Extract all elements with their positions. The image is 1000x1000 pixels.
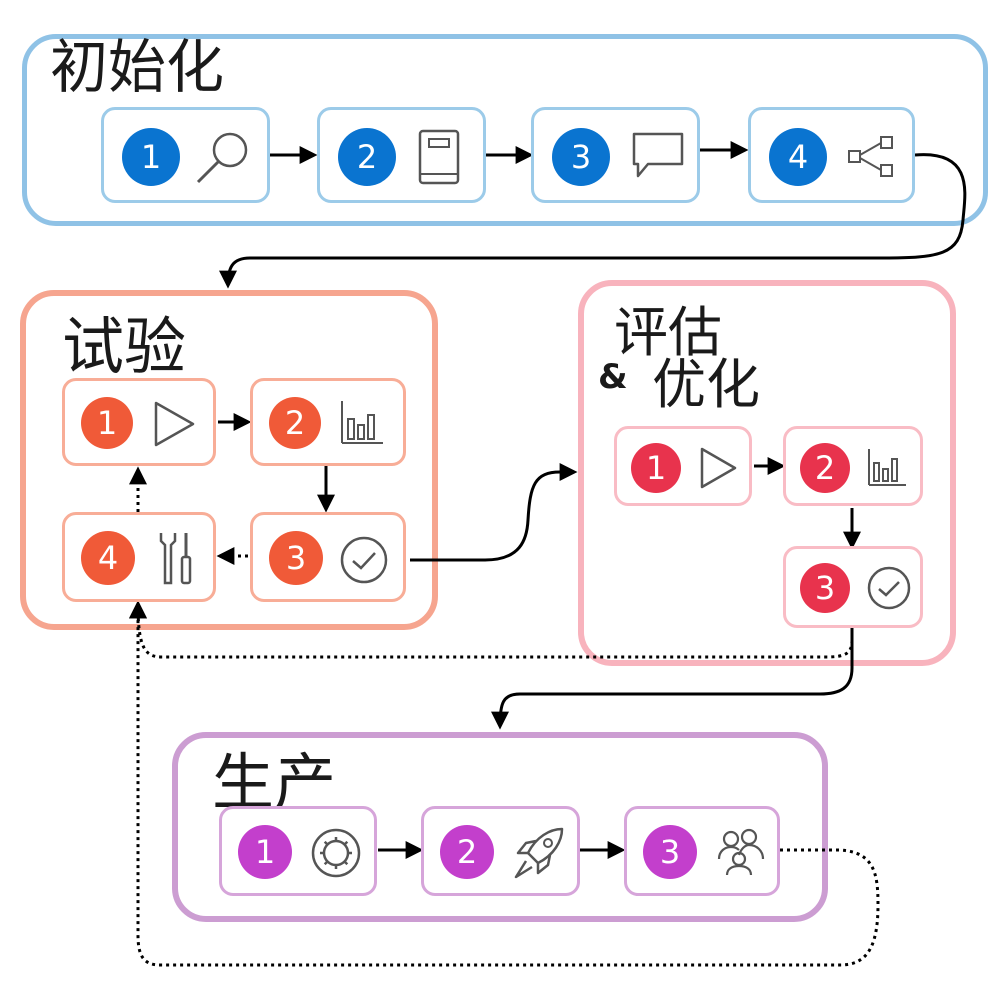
production-step-3-number: 3 bbox=[643, 825, 697, 879]
people-icon bbox=[717, 828, 765, 876]
experiment-step-4[interactable]: 4 bbox=[62, 512, 216, 602]
arrow-prod-feedback bbox=[129, 600, 880, 967]
experiment-step-2-number: 2 bbox=[269, 397, 321, 449]
production-step-3[interactable]: 3 bbox=[624, 806, 780, 896]
production-step-2-number: 2 bbox=[440, 825, 494, 879]
panel-title-experiment: 试验 bbox=[62, 310, 187, 383]
arrow-eval-feedback bbox=[129, 600, 854, 659]
search-icon bbox=[196, 132, 248, 184]
init-step-4-number: 4 bbox=[769, 128, 827, 186]
init-step-2[interactable]: 2 bbox=[317, 107, 486, 203]
experiment-step-1-number: 1 bbox=[81, 397, 133, 449]
experiment-step-1[interactable]: 1 bbox=[62, 378, 216, 466]
panel-title-initialize: 初始化 bbox=[50, 33, 225, 101]
arrow-eval-to-production bbox=[491, 628, 854, 730]
init-step-1-number: 1 bbox=[122, 128, 180, 186]
experiment-step-2[interactable]: 2 bbox=[250, 378, 406, 466]
init-step-3-number: 3 bbox=[552, 128, 610, 186]
evaluate-step-1[interactable]: 1 bbox=[614, 426, 752, 506]
panel-title-evaluate-line1: 评估 bbox=[614, 301, 722, 364]
arrow-init-to-experiment bbox=[219, 153, 967, 289]
check-circle-icon bbox=[340, 536, 388, 584]
experiment-step-3-number: 3 bbox=[269, 531, 323, 585]
evaluate-step-2[interactable]: 2 bbox=[783, 426, 923, 506]
play-icon bbox=[700, 447, 737, 489]
share-icon bbox=[848, 136, 893, 177]
arrow-exp-to-evaluate bbox=[410, 463, 578, 562]
bar-chart-icon bbox=[868, 449, 906, 486]
production-step-1[interactable]: 1 bbox=[219, 806, 377, 896]
panel-title-production: 生产 bbox=[212, 746, 337, 819]
experiment-step-4-number: 4 bbox=[81, 531, 135, 585]
production-step-1-number: 1 bbox=[238, 825, 292, 879]
evaluate-step-3-number: 3 bbox=[800, 563, 850, 613]
bar-chart-icon bbox=[341, 401, 383, 444]
panel-title-evaluate-line2: 优化 bbox=[652, 353, 760, 416]
production-step-2[interactable]: 2 bbox=[421, 806, 580, 896]
init-step-1[interactable]: 1 bbox=[101, 107, 270, 203]
init-step-3[interactable]: 3 bbox=[531, 107, 700, 203]
experiment-step-3[interactable]: 3 bbox=[250, 512, 406, 602]
rocket-icon bbox=[514, 827, 564, 879]
gear-ring-icon bbox=[311, 828, 361, 878]
evaluate-step-3[interactable]: 3 bbox=[783, 546, 923, 628]
init-step-2-number: 2 bbox=[338, 128, 396, 186]
check-circle-icon bbox=[867, 566, 911, 610]
tools-icon bbox=[159, 533, 192, 585]
play-icon bbox=[154, 401, 195, 447]
book-icon bbox=[418, 129, 460, 185]
evaluate-step-1-number: 1 bbox=[631, 443, 681, 493]
panel-title-evaluate-ampersand: & bbox=[598, 357, 628, 397]
chat-icon bbox=[632, 132, 684, 178]
init-step-4[interactable]: 4 bbox=[748, 107, 915, 203]
evaluate-step-2-number: 2 bbox=[800, 443, 850, 493]
